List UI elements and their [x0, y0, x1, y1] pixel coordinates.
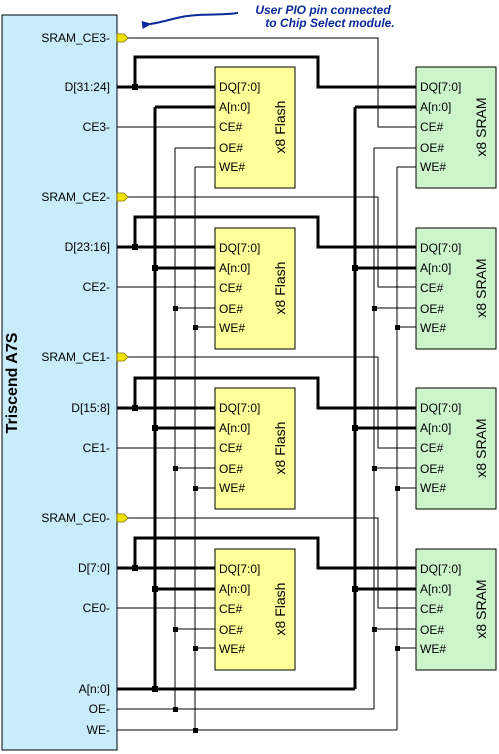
- flash-pin-oe: OE#: [219, 302, 243, 316]
- flash-chip-name: x8 Flash: [272, 583, 288, 636]
- flash-pin-address: A[n:0]: [219, 421, 250, 435]
- flash-chip-bank-1: DQ[7:0] A[n:0] CE# OE# WE# x8 Flash: [214, 387, 296, 510]
- sram-chip-body: [415, 66, 497, 189]
- cpu-pin-sram-ce2: SRAM_CE2-: [41, 190, 110, 204]
- sram-pin-address: A[n:0]: [420, 100, 451, 114]
- sram-chip-name: x8 SRAM: [473, 579, 489, 638]
- sram-pin-we: WE#: [420, 481, 446, 495]
- sram-pin-dq: DQ[7:0]: [420, 241, 461, 255]
- cpu-pin-labels: SRAM_CE3- D[31:24] CE3- SRAM_CE2- D[23:16] CE…: [41, 31, 110, 737]
- sram-chip-body: [415, 227, 497, 350]
- sram-pin-address: A[n:0]: [420, 582, 451, 596]
- flash-chip-name: x8 Flash: [272, 101, 288, 154]
- sram-pin-we: WE#: [420, 321, 446, 335]
- sram-pin-oe: OE#: [420, 462, 444, 476]
- sram-pin-oe: OE#: [420, 302, 444, 316]
- sram-chip-bank-0: DQ[7:0] A[n:0] CE# OE# WE# x8 SRAM: [415, 548, 497, 671]
- flash-chip-name: x8 Flash: [272, 422, 288, 475]
- sram-chip-bank-2: DQ[7:0] A[n:0] CE# OE# WE# x8 SRAM: [415, 227, 497, 350]
- flash-pin-ce: CE#: [219, 120, 243, 134]
- flash-pin-we: WE#: [219, 160, 245, 174]
- flash-pin-we: WE#: [219, 321, 245, 335]
- flash-pin-ce: CE#: [219, 441, 243, 455]
- sram-chip-name: x8 SRAM: [473, 418, 489, 477]
- cpu-pin-ce2: CE2-: [83, 280, 110, 294]
- thin-wires: [117, 37, 416, 731]
- sram-chip-body: [415, 387, 497, 510]
- cpu-pin-d23-16: D[23:16]: [65, 240, 110, 254]
- flash-pin-dq: DQ[7:0]: [219, 562, 260, 576]
- flash-pin-address: A[n:0]: [219, 261, 250, 275]
- sram-chip-bank-1: DQ[7:0] A[n:0] CE# OE# WE# x8 SRAM: [415, 387, 497, 510]
- note-arrow: [141, 12, 239, 29]
- sram-pin-dq: DQ[7:0]: [420, 401, 461, 415]
- cpu-pin-ce1: CE1-: [83, 441, 110, 455]
- cpu-name: Triscend A7S: [4, 332, 21, 433]
- cpu-pin-d7-0: D[7:0]: [78, 561, 110, 575]
- flash-pin-dq: DQ[7:0]: [219, 241, 260, 255]
- sram-pin-we: WE#: [420, 642, 446, 656]
- pio-marker-ce3: [116, 33, 129, 43]
- sram-pin-ce: CE#: [420, 281, 444, 295]
- sram-chip-name: x8 SRAM: [473, 97, 489, 156]
- cpu-body: [1, 14, 118, 751]
- wire-sram-ce3: [128, 37, 416, 128]
- pio-markers: [116, 33, 129, 523]
- sram-pin-oe: OE#: [420, 141, 444, 155]
- flash-chip-body: [214, 548, 296, 671]
- flash-pin-ce: CE#: [219, 281, 243, 295]
- flash-chip-body: [214, 66, 296, 189]
- sram-pin-address: A[n:0]: [420, 261, 451, 275]
- flash-chip-body: [214, 227, 296, 350]
- junction-dots: [132, 84, 400, 733]
- sram-pin-dq: DQ[7:0]: [420, 562, 461, 576]
- sram-chip-body: [415, 548, 497, 671]
- pio-marker-ce2: [116, 192, 129, 202]
- sram-pin-we: WE#: [420, 160, 446, 174]
- cpu-pin-ce0: CE0-: [83, 601, 110, 615]
- pio-marker-ce0: [116, 513, 129, 523]
- cpu-pin-we: WE-: [87, 723, 110, 737]
- flash-chip-body: [214, 387, 296, 510]
- flash-pin-address: A[n:0]: [219, 100, 250, 114]
- sram-pin-ce: CE#: [420, 441, 444, 455]
- sram-pin-oe: OE#: [420, 623, 444, 637]
- pio-marker-ce1: [116, 352, 129, 362]
- flash-chip-bank-2: DQ[7:0] A[n:0] CE# OE# WE# x8 Flash: [214, 227, 296, 350]
- flash-chip-name: x8 Flash: [272, 262, 288, 315]
- flash-pin-oe: OE#: [219, 141, 243, 155]
- flash-pin-dq: DQ[7:0]: [219, 80, 260, 94]
- cpu-block: Triscend A7S SRAM_CE3-D[31:24]CE3-SRAM_C…: [1, 14, 118, 751]
- cpu-pin-d31-24: D[31:24]: [65, 80, 110, 94]
- sram-chip-bank-3: DQ[7:0] A[n:0] CE# OE# WE# x8 SRAM: [415, 66, 497, 189]
- sram-chip-name: x8 SRAM: [473, 258, 489, 317]
- cpu-pin-d15-8: D[15:8]: [71, 401, 110, 415]
- memory-chips: DQ[7:0]A[n:0]CE#OE#WE#x8 FlashDQ[7:0]A[n…: [214, 66, 497, 671]
- cpu-pin-ce3: CE3-: [83, 120, 110, 134]
- flash-pin-we: WE#: [219, 642, 245, 656]
- sram-pin-address: A[n:0]: [420, 421, 451, 435]
- flash-pin-oe: OE#: [219, 462, 243, 476]
- sram-pin-ce: CE#: [420, 602, 444, 616]
- flash-pin-we: WE#: [219, 481, 245, 495]
- pio-note: User PIO pin connected to Chip Select mo…: [141, 3, 395, 30]
- cpu-pin-oe: OE-: [89, 702, 110, 716]
- flash-chip-bank-0: DQ[7:0] A[n:0] CE# OE# WE# x8 Flash: [214, 548, 296, 671]
- flash-pin-address: A[n:0]: [219, 582, 250, 596]
- sram-pin-ce: CE#: [420, 120, 444, 134]
- note-line-2: to Chip Select module.: [265, 16, 394, 30]
- cpu-pin-sram-ce3: SRAM_CE3-: [41, 31, 110, 45]
- sram-pin-dq: DQ[7:0]: [420, 80, 461, 94]
- cpu-pin-sram-ce0: SRAM_CE0-: [41, 511, 110, 525]
- flash-pin-oe: OE#: [219, 623, 243, 637]
- cpu-pin-sram-ce1: SRAM_CE1-: [41, 350, 110, 364]
- cpu-pin-address: A[n:0]: [79, 682, 110, 696]
- flash-pin-dq: DQ[7:0]: [219, 401, 260, 415]
- flash-pin-ce: CE#: [219, 602, 243, 616]
- note-line-1: User PIO pin connected: [255, 3, 391, 17]
- flash-chip-bank-3: DQ[7:0] A[n:0] CE# OE# WE# x8 Flash: [214, 66, 296, 189]
